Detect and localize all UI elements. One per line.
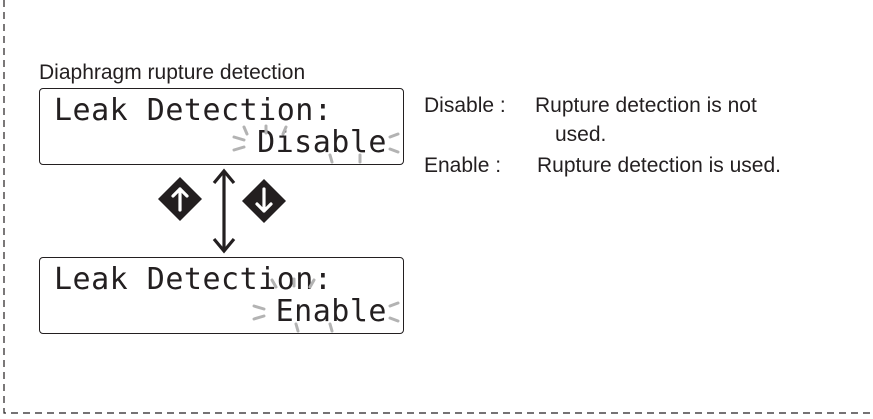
disable-description-text: Rupture detection is not	[535, 94, 757, 117]
lcd-line-2-disable: Disable	[257, 125, 387, 160]
blink-rays-icon	[252, 277, 400, 333]
double-arrow-icon	[212, 168, 236, 254]
lcd-screen-enable: Leak Detection: Enable	[39, 257, 404, 334]
lcd-screen-disable: Leak Detection: Disable	[39, 88, 404, 165]
navigation-keys	[154, 168, 286, 254]
blink-rays-icon	[232, 124, 400, 164]
enable-description-text: Rupture detection is used.	[537, 154, 781, 177]
lcd-line-1: Leak Detection:	[54, 262, 333, 297]
disable-description-key: Disable :	[424, 94, 506, 117]
section-title: Diaphragm rupture detection	[39, 61, 306, 84]
disable-description-continued: used.	[555, 123, 607, 146]
up-arrow-key-icon[interactable]	[154, 177, 202, 221]
lcd-line-1: Leak Detection:	[54, 93, 333, 128]
down-arrow-key-icon[interactable]	[242, 179, 286, 223]
enable-description-key: Enable :	[424, 154, 502, 177]
